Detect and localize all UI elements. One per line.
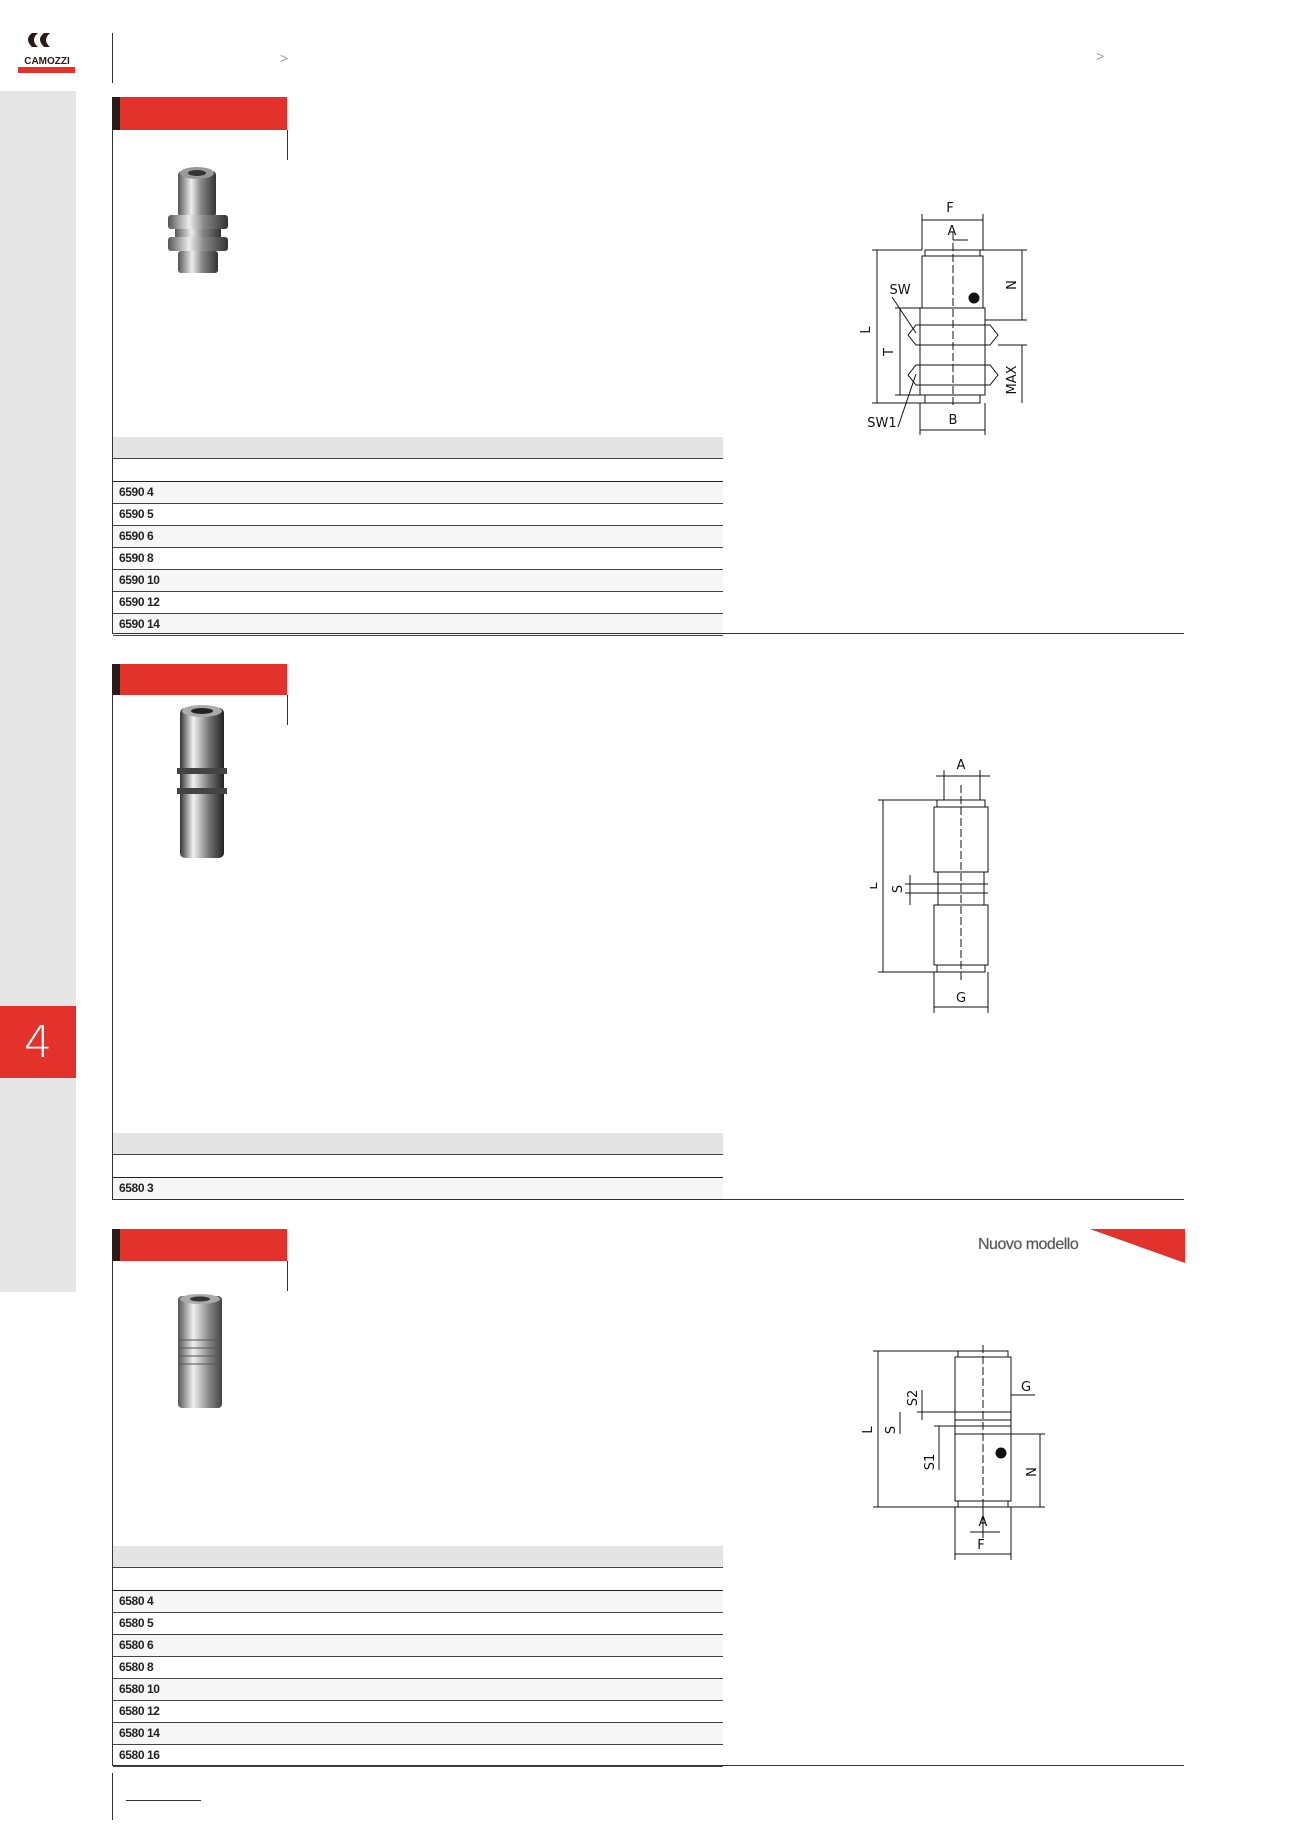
table-header bbox=[113, 1546, 723, 1568]
footer-rule bbox=[126, 1800, 201, 1801]
table-row: 6590 6 bbox=[113, 526, 723, 548]
dim-label-A: A bbox=[948, 224, 957, 239]
product-photo-union-new bbox=[175, 1292, 225, 1412]
table-row: 6580 4 bbox=[113, 1591, 723, 1613]
product-table-6590: 6590 4 6590 5 6590 6 6590 8 6590 10 6590… bbox=[113, 437, 723, 636]
table-row: 6590 5 bbox=[113, 504, 723, 526]
brand-name: CAMOZZI bbox=[24, 56, 70, 67]
dim-label-MAX: MAX bbox=[1005, 365, 1020, 394]
dim-label-F: F bbox=[946, 201, 953, 216]
table-row: 6580 5 bbox=[113, 1613, 723, 1635]
table-subheader bbox=[113, 459, 723, 482]
section-border bbox=[112, 664, 113, 1200]
dim-label-S: S bbox=[891, 885, 906, 893]
dim-label-L: L bbox=[870, 882, 881, 890]
product-table-6580: 6580 4 6580 5 6580 6 6580 8 6580 10 6580… bbox=[113, 1546, 723, 1767]
dim-label-L: L bbox=[861, 1426, 876, 1434]
chapter-sidebar bbox=[0, 91, 76, 1292]
table-row: 6580 8 bbox=[113, 1657, 723, 1679]
breadcrumb-chevron-icon: > bbox=[1096, 48, 1105, 64]
dim-label-G: G bbox=[956, 991, 966, 1006]
section-border bbox=[112, 1229, 113, 1766]
dim-label-SW1: SW1 bbox=[867, 416, 896, 431]
table-row: 6590 8 bbox=[113, 548, 723, 570]
section-bottom-rule bbox=[112, 1199, 1184, 1200]
table-row: 6580 10 bbox=[113, 1679, 723, 1701]
section-bottom-rule bbox=[112, 1765, 1184, 1766]
table-row: 6590 14 bbox=[113, 614, 723, 636]
dim-label-S2: S2 bbox=[906, 1390, 921, 1407]
dim-label-L: L bbox=[859, 326, 874, 334]
table-row: 6590 10 bbox=[113, 570, 723, 592]
section-header-divider bbox=[287, 1261, 288, 1291]
section-border bbox=[112, 97, 113, 634]
table-body: 6590 4 6590 5 6590 6 6590 8 6590 10 6590… bbox=[113, 482, 723, 636]
table-row: 6580 12 bbox=[113, 1701, 723, 1723]
dim-label-A: A bbox=[957, 758, 966, 773]
technical-drawing-straight-union: A L S G bbox=[870, 758, 990, 1013]
dim-label-N: N bbox=[1025, 1467, 1040, 1477]
technical-drawing-union-new: L S S2 S1 G N A F bbox=[861, 1345, 1045, 1560]
table-row: 6580 6 bbox=[113, 1635, 723, 1657]
dim-label-G: G bbox=[1021, 1380, 1031, 1395]
table-header bbox=[113, 437, 723, 459]
product-photo-straight-union bbox=[175, 703, 248, 863]
dim-label-A: A bbox=[979, 1515, 988, 1530]
section-header-divider bbox=[287, 130, 288, 160]
new-model-badge-text: Nuovo modello bbox=[978, 1236, 1079, 1253]
table-row: 6590 12 bbox=[113, 592, 723, 614]
dim-label-N: N bbox=[1005, 280, 1020, 290]
table-row: 6580 14 bbox=[113, 1723, 723, 1745]
new-model-badge-triangle bbox=[1090, 1229, 1185, 1263]
dim-label-S: S bbox=[884, 1426, 899, 1434]
breadcrumb-chevron-icon: > bbox=[280, 50, 289, 66]
table-subheader bbox=[113, 1155, 723, 1178]
section-header-divider bbox=[287, 695, 288, 725]
table-row: 6580 3 bbox=[113, 1178, 723, 1200]
table-body: 6580 4 6580 5 6580 6 6580 8 6580 10 6580… bbox=[113, 1591, 723, 1767]
technical-drawing-bulkhead-union: F A L T SW SW1 B N MAX bbox=[859, 201, 1027, 435]
dim-label-T: T bbox=[882, 348, 897, 357]
dim-label-S1: S1 bbox=[923, 1454, 938, 1471]
table-row: 6580 16 bbox=[113, 1745, 723, 1767]
dim-label-B: B bbox=[949, 413, 958, 428]
table-subheader bbox=[113, 1568, 723, 1591]
table-header bbox=[113, 1133, 723, 1155]
camozzi-logo: CAMOZZI bbox=[16, 30, 78, 75]
table-row: 6590 4 bbox=[113, 482, 723, 504]
dim-label-F: F bbox=[977, 1538, 984, 1553]
header-divider bbox=[112, 33, 113, 83]
footer-divider bbox=[112, 1773, 113, 1820]
dim-label-SW: SW bbox=[889, 283, 910, 298]
section-header-bar bbox=[112, 1229, 287, 1261]
product-photo-bulkhead-union bbox=[165, 165, 231, 278]
camozzi-logo-mark-icon: CAMOZZI bbox=[18, 33, 75, 73]
section-header-bar bbox=[112, 664, 287, 695]
chapter-tab[interactable]: 4 bbox=[0, 1006, 76, 1078]
section-header-bar bbox=[112, 97, 287, 130]
table-body: 6580 3 bbox=[113, 1178, 723, 1200]
product-table-6580-3: 6580 3 bbox=[113, 1133, 723, 1200]
section-bottom-rule bbox=[112, 633, 1184, 634]
